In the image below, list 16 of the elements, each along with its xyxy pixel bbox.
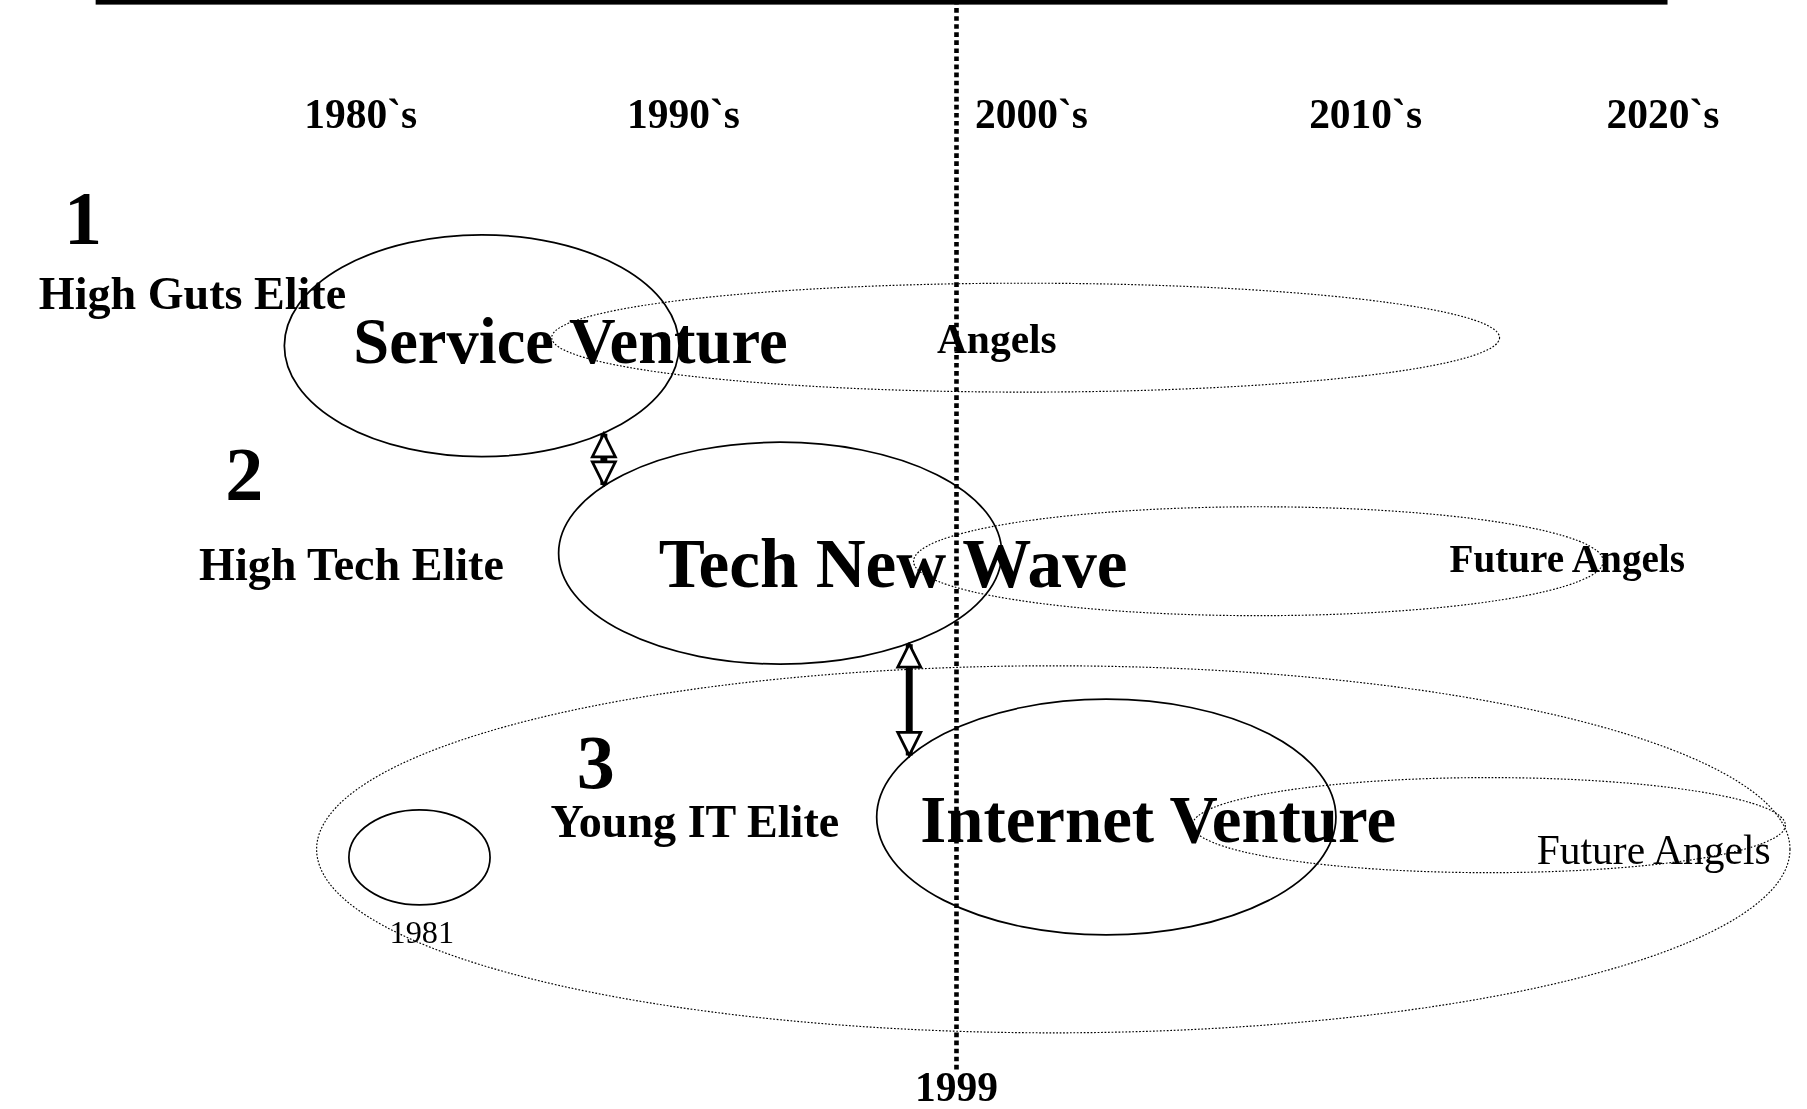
double-arrow	[896, 642, 923, 757]
year-label: 1999	[915, 1065, 998, 1108]
group-number: 1	[63, 180, 102, 257]
group-label: High Tech Elite	[199, 541, 504, 588]
year-caption: 1981	[389, 916, 455, 949]
group-label: Young IT Elite	[550, 798, 840, 845]
ellipse-label: Angels	[936, 318, 1057, 360]
group-number: 2	[225, 436, 264, 513]
decade-label: 2010`s	[1309, 93, 1423, 135]
decade-label: 2000`s	[974, 93, 1088, 135]
group-number: 3	[576, 724, 615, 801]
ellipse-label: Future Angels	[1449, 539, 1685, 579]
decade-label: 1990`s	[626, 93, 740, 135]
double-arrow	[590, 432, 617, 487]
decade-label: 1980`s	[304, 93, 418, 135]
decade-label: 2020`s	[1606, 93, 1720, 135]
